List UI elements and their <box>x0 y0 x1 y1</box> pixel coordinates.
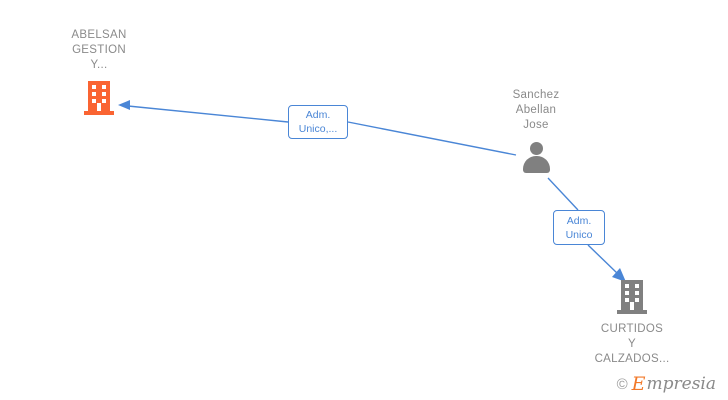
building-window <box>92 85 96 89</box>
edge-label-adm-unico-abelsan[interactable]: Adm. Unico,... <box>288 105 348 139</box>
building-window <box>102 99 106 103</box>
node-abelsan[interactable]: ABELSAN GESTION Y... <box>39 28 159 115</box>
arrowhead-left-icon <box>118 100 130 110</box>
building-base <box>84 111 114 115</box>
node-curtidos-calzados[interactable]: CURTIDOS Y CALZADOS... <box>572 280 692 367</box>
brand-name: mpresia <box>646 374 717 394</box>
building-window <box>102 85 106 89</box>
node-sanchez-abellan-jose-label: Sanchez Abellan Jose <box>512 89 560 131</box>
edge-label-adm-unico-curtidos[interactable]: Adm. Unico <box>553 210 605 245</box>
building-window <box>625 284 629 288</box>
brand-initial: E <box>631 373 646 395</box>
edge-line-sanchez-to-abelsan <box>347 121 517 156</box>
copyright-icon: © <box>616 376 628 393</box>
person-body <box>523 156 550 173</box>
arrowhead-down-right-icon <box>612 268 626 282</box>
building-window <box>625 298 629 302</box>
building-window <box>625 291 629 295</box>
edge-line-sanchez-to-label2 <box>547 177 579 211</box>
building-door <box>630 302 634 310</box>
building-window <box>635 284 639 288</box>
building-icon <box>617 280 647 314</box>
edge-line-label-to-abelsan <box>127 105 289 123</box>
building-window <box>92 92 96 96</box>
building-door <box>97 103 101 111</box>
person-head <box>530 142 543 155</box>
node-abelsan-label: ABELSAN GESTION Y... <box>71 29 127 71</box>
watermark-empresia: © E mpresia <box>617 375 716 394</box>
building-window <box>102 92 106 96</box>
building-window <box>92 99 96 103</box>
building-base <box>617 310 647 314</box>
person-icon <box>519 140 553 174</box>
building-window <box>635 298 639 302</box>
node-sanchez-abellan-jose[interactable]: Sanchez Abellan Jose <box>476 88 596 174</box>
node-curtidos-calzados-label: CURTIDOS Y CALZADOS... <box>594 323 670 365</box>
building-icon <box>84 81 114 115</box>
building-window <box>635 291 639 295</box>
edge-line-label2-to-curtidos <box>587 244 619 275</box>
